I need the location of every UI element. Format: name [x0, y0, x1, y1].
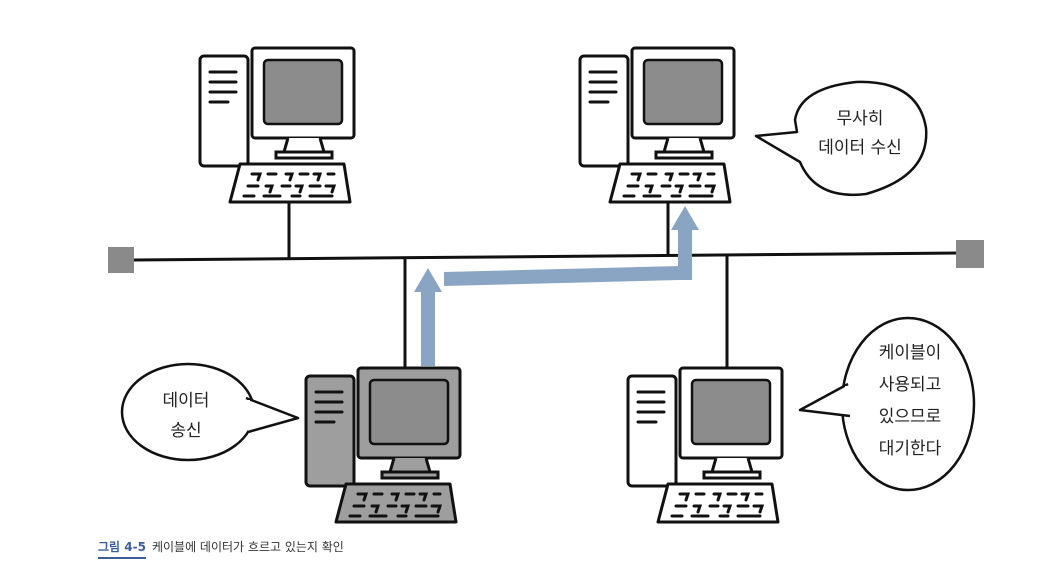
speech-bubble-received: 무사히 데이터 수신 [754, 80, 928, 197]
bubble-waiting-line3: 있으므로 [879, 407, 942, 427]
terminator-right [956, 240, 984, 268]
data-flow-arrow [414, 206, 699, 366]
speech-bubble-sending: 데이터 송신 [120, 362, 300, 462]
computer-waiting [626, 366, 784, 524]
bus-cable [133, 251, 961, 262]
bubble-waiting-line2: 사용되고 [879, 375, 942, 395]
bubble-sending-line1: 데이터 [163, 391, 210, 411]
bubble-waiting-line4: 대기한다 [879, 439, 942, 459]
figure-caption-text: 케이블에 데이터가 흐르고 있는지 확인 [151, 540, 344, 554]
figure-number: 그림 4-5 [98, 540, 146, 559]
computer-top-right [578, 46, 736, 204]
computer-sender [304, 366, 462, 524]
bubble-waiting-line1: 케이블이 [879, 343, 942, 363]
figure-caption: 그림 4-5 케이블에 데이터가 흐르고 있는지 확인 [98, 538, 344, 559]
speech-bubble-waiting: 케이블이 사용되고 있으므로 대기한다 [798, 316, 976, 492]
bubble-sending-line2: 송신 [170, 421, 201, 441]
bubble-received-line1: 무사히 [837, 109, 884, 129]
bubble-received-line2: 데이터 수신 [818, 138, 902, 158]
terminator-left [108, 247, 134, 273]
computer-top-left [198, 46, 356, 204]
